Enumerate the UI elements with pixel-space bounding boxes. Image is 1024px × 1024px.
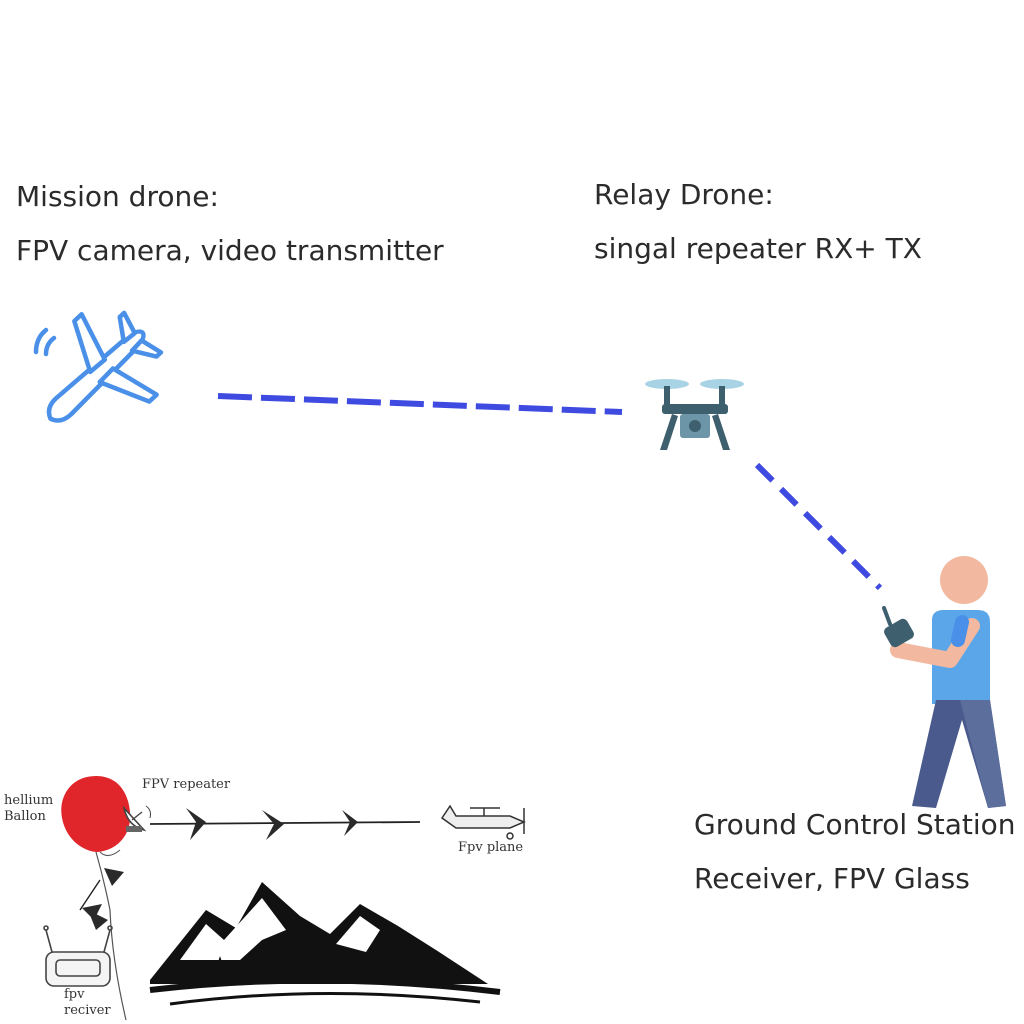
receiver-label-line1: fpv: [64, 987, 85, 1002]
repeater-label: FPV repeater: [142, 777, 231, 792]
quadcopter-icon: [645, 379, 744, 450]
mission-drone-description: FPV camera, video transmitter: [16, 234, 444, 267]
mission-drone-title: Mission drone:: [16, 180, 219, 213]
relay-ground-link: [754, 462, 883, 591]
relay-drone-description: singal repeater RX+ TX: [594, 232, 922, 265]
inset-diagram: [43, 776, 526, 1021]
satellite-dish-icon: [122, 805, 151, 832]
receiver-label-line2: reciver: [64, 1003, 111, 1018]
balloon-label-line1: hellium: [4, 793, 54, 808]
fpv-plane-icon: [440, 804, 526, 840]
ground-station-title: Ground Control Station: [694, 808, 1016, 841]
balloon-label-line2: Ballon: [4, 809, 46, 824]
mountains-icon: [149, 882, 501, 1006]
mission-relay-link: [217, 393, 623, 415]
fpv-goggles-icon: [43, 925, 113, 987]
operator-icon: [882, 556, 1006, 808]
ground-station-description: Receiver, FPV Glass: [694, 862, 970, 895]
airplane-icon: [33, 310, 164, 423]
relay-drone-title: Relay Drone:: [594, 178, 774, 211]
balloon-icon: [61, 776, 131, 852]
plane-label: Fpv plane: [458, 840, 524, 855]
